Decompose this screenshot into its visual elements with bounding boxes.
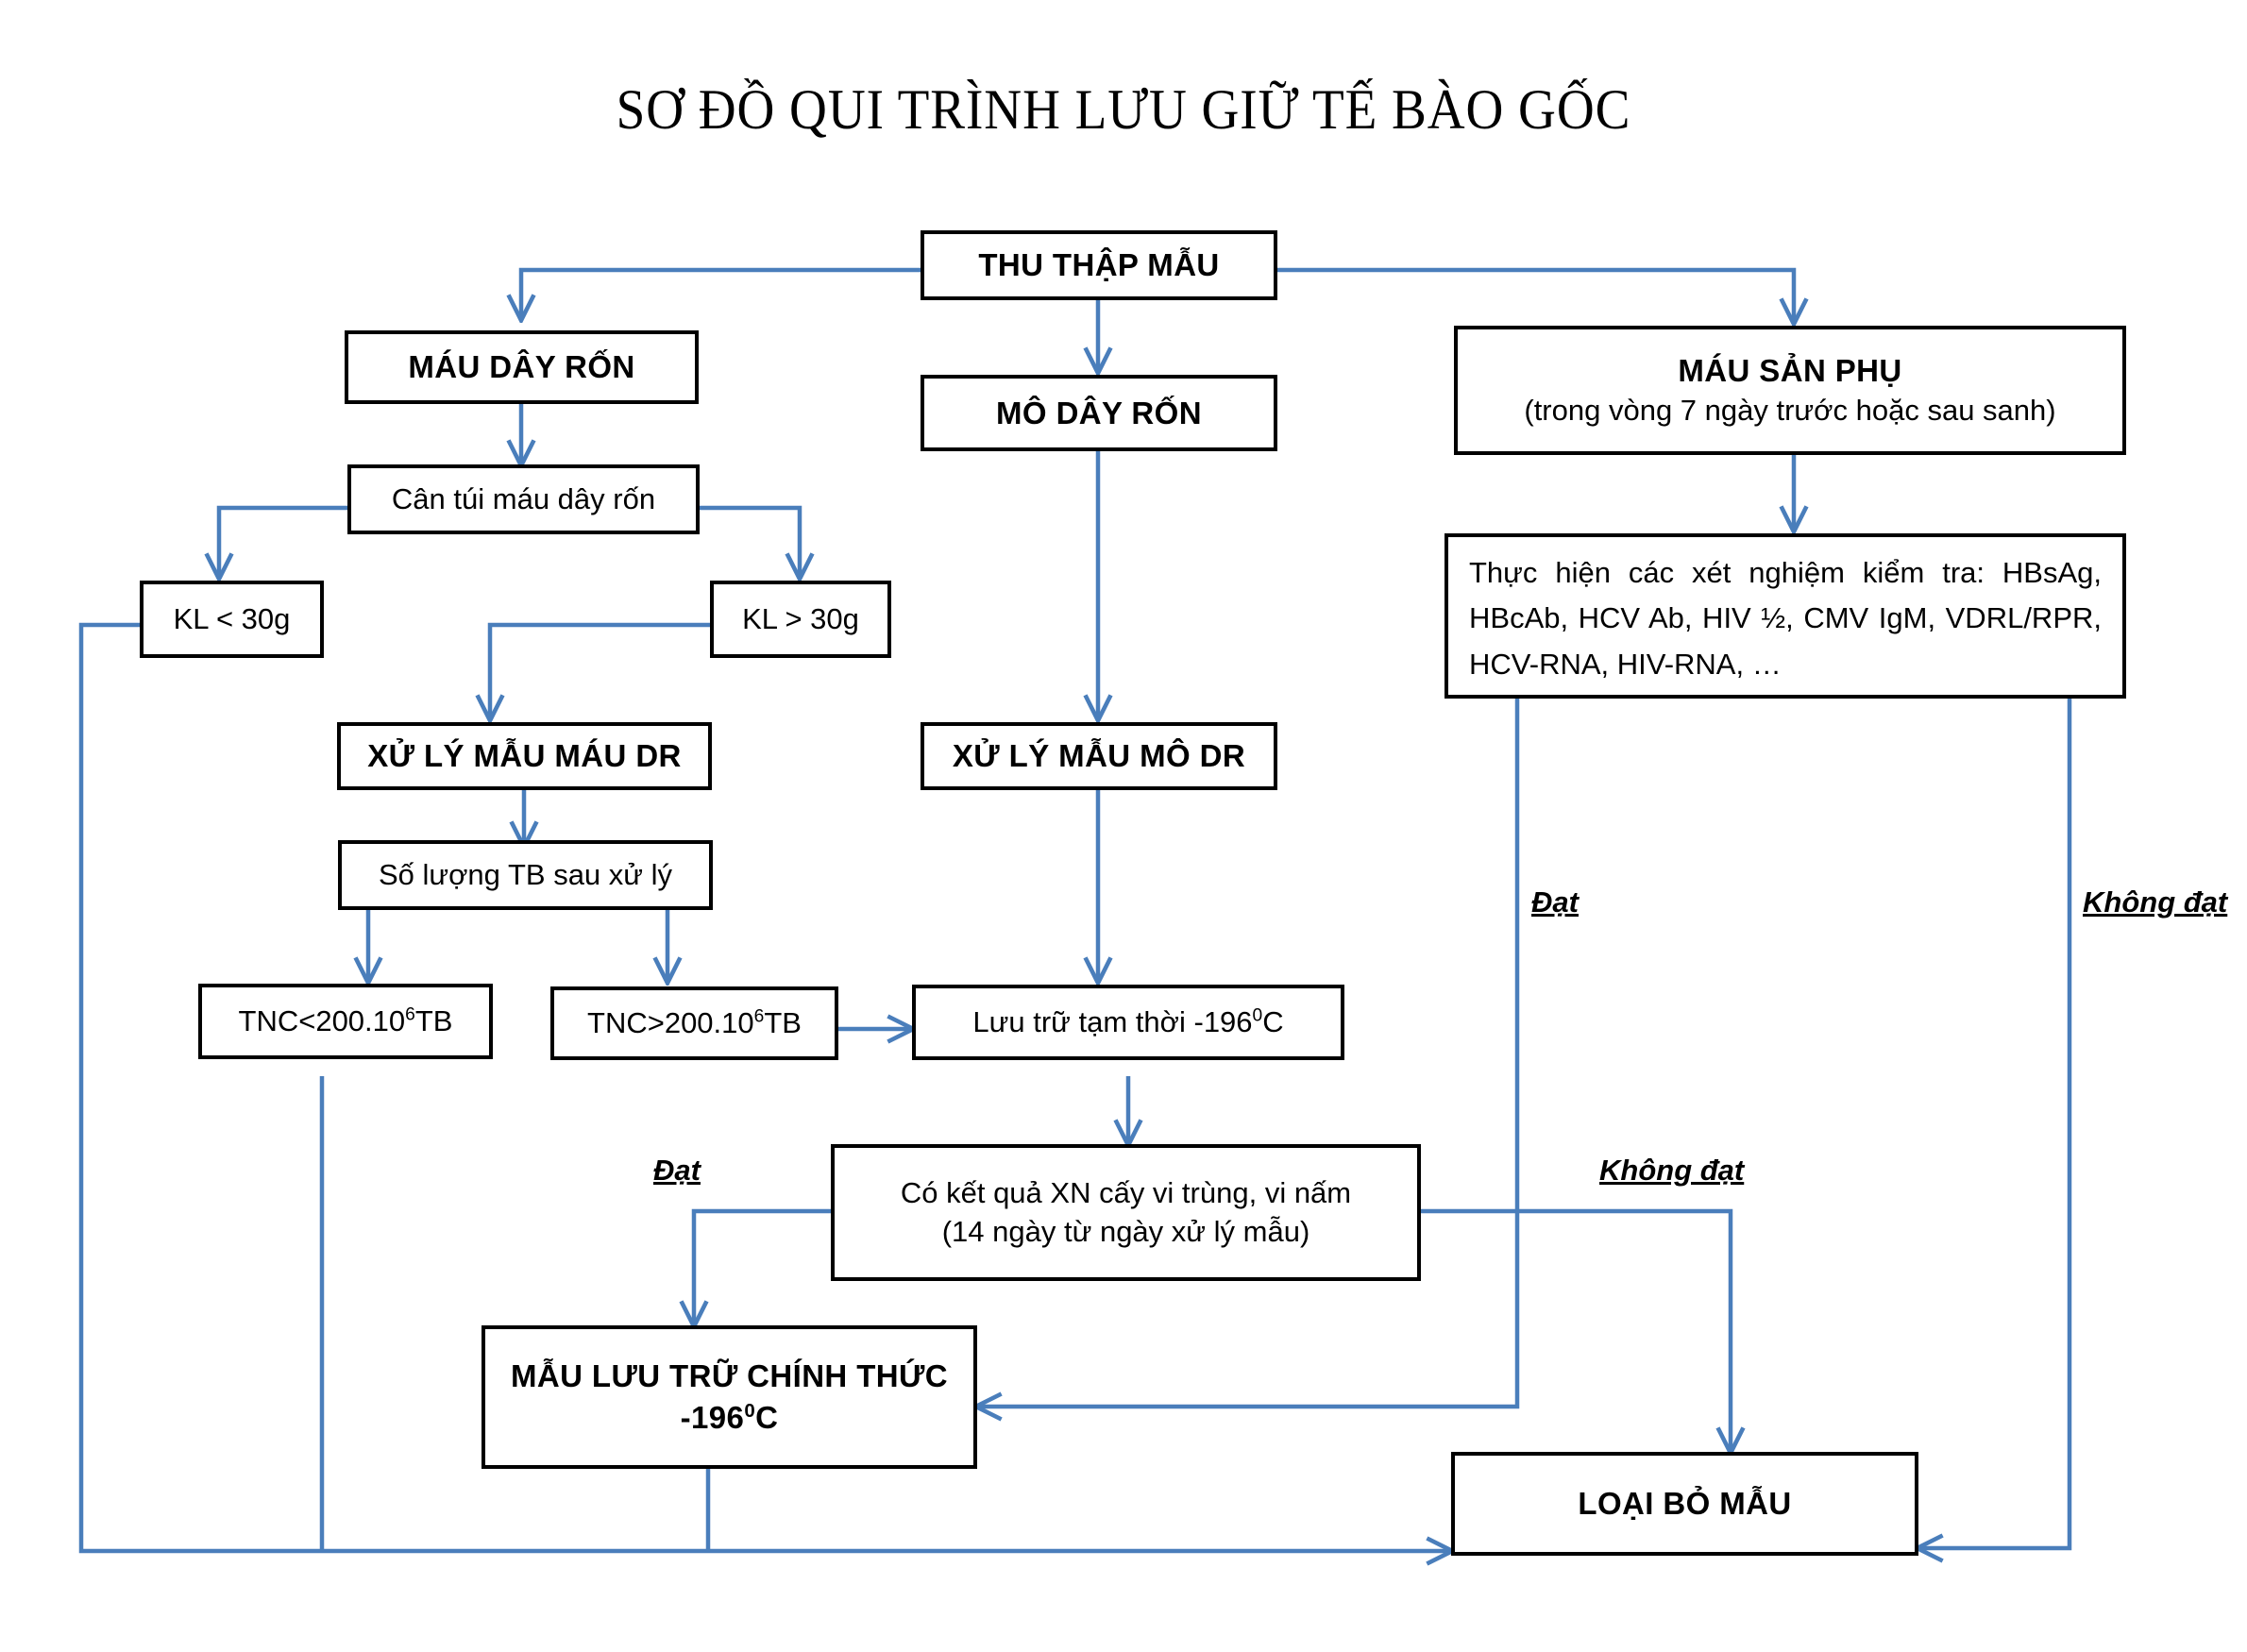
node-mau-san-phu-line1: MÁU SẢN PHỤ	[1678, 353, 1902, 389]
node-thu-thap-mau[interactable]: THU THẬP MẪU	[921, 230, 1277, 300]
node-mau-luu-tru-chinh-thuc-line2: -1960C	[680, 1400, 779, 1435]
edge-can-tui-to-kl-tren	[700, 505, 800, 578]
edge-label-dat-cay: Đạt	[653, 1154, 701, 1187]
node-loai-bo-mau[interactable]: LOẠI BỎ MẪU	[1451, 1452, 1918, 1556]
edge-xet-nghiem-khong-dat-to-loai-bo	[1918, 699, 2072, 1548]
node-can-tui-mau-label: Cân túi máu dây rốn	[391, 481, 656, 515]
node-loai-bo-mau-label: LOẠI BỎ MẪU	[1578, 1486, 1792, 1522]
node-kl-duoi-30[interactable]: KL < 30g	[140, 581, 324, 658]
edge-label-dat-xet-nghiem: Đạt	[1531, 885, 1579, 919]
edge-label-khong-dat-cay: Không đạt	[1599, 1154, 1745, 1187]
node-mau-luu-tru-chinh-thuc[interactable]: MẪU LƯU TRỮ CHÍNH THỨC -1960C	[482, 1325, 977, 1469]
node-mau-san-phu[interactable]: MÁU SẢN PHỤ (trong vòng 7 ngày trước hoặ…	[1454, 326, 2126, 455]
node-thu-thap-mau-label: THU THẬP MẪU	[978, 247, 1220, 283]
node-kl-tren-30-label: KL > 30g	[742, 601, 859, 635]
node-so-luong-tb-label: Số lượng TB sau xử lý	[378, 857, 673, 891]
node-so-luong-tb[interactable]: Số lượng TB sau xử lý	[338, 840, 713, 910]
node-kl-tren-30[interactable]: KL > 30g	[710, 581, 891, 658]
node-xu-ly-mau-mau-dr-label: XỬ LÝ MẪU MÁU DR	[367, 738, 682, 774]
node-tnc-duoi-label: TNC<200.106TB	[238, 1003, 453, 1037]
node-xet-nghiem-line2: HBcAb, HCV Ab, HIV ½, CMV IgM, VDRL/RPR,	[1469, 601, 2102, 635]
node-luu-tru-tam-thoi[interactable]: Lưu trữ tạm thời -1960C	[912, 985, 1344, 1060]
node-tnc-tren-label: TNC>200.106TB	[587, 1005, 802, 1039]
node-mau-san-phu-line2: (trong vòng 7 ngày trước hoặc sau sanh)	[1524, 393, 2056, 427]
node-mau-luu-tru-chinh-thuc-line1: MẪU LƯU TRỮ CHÍNH THỨC	[510, 1358, 949, 1394]
node-ket-qua-xn-line1: Có kết quả XN cấy vi trùng, vi nấm	[900, 1175, 1352, 1209]
edge-xet-nghiem-dat-to-luu-tru-chinh-thuc	[977, 699, 1520, 1407]
node-kl-duoi-30-label: KL < 30g	[173, 601, 291, 635]
node-mau-day-ron[interactable]: MÁU DÂY RỐN	[345, 330, 699, 404]
node-xet-nghiem-line3: HCV-RNA, HIV-RNA, …	[1469, 647, 1782, 681]
edge-kl-duoi-to-loai-bo	[78, 622, 1451, 1551]
node-xet-nghiem[interactable]: Thực hiện các xét nghiệm kiểm tra: HBsAg…	[1444, 533, 2126, 699]
node-luu-tru-tam-thoi-label: Lưu trữ tạm thời -1960C	[972, 1004, 1284, 1038]
node-ket-qua-xn-line2: (14 ngày từ ngày xử lý mẫu)	[941, 1214, 1310, 1248]
edge-can-tui-to-kl-duoi	[219, 505, 347, 578]
node-ket-qua-xn[interactable]: Có kết quả XN cấy vi trùng, vi nấm (14 n…	[831, 1144, 1421, 1281]
node-can-tui-mau[interactable]: Cân túi máu dây rốn	[347, 464, 700, 534]
edge-thu-thap-to-mau-day-ron	[521, 267, 921, 319]
node-tnc-duoi[interactable]: TNC<200.106TB	[198, 984, 493, 1059]
node-mau-day-ron-label: MÁU DÂY RỐN	[408, 349, 635, 385]
node-xet-nghiem-line1: Thực hiện các xét nghiệm kiểm tra: HBsAg…	[1469, 556, 2102, 590]
edge-thu-thap-to-mau-san-phu	[1277, 267, 1794, 323]
node-mo-day-ron-label: MÔ DÂY RỐN	[996, 395, 1202, 430]
edge-label-khong-dat-xet-nghiem: Không đạt	[2083, 885, 2228, 919]
edge-ket-qua-dat-to-luu-tru-chinh-thuc	[694, 1208, 831, 1325]
node-xu-ly-mau-mo-dr[interactable]: XỬ LÝ MẪU MÔ DR	[921, 722, 1277, 790]
edge-kl-tren-to-xu-ly-mau	[490, 622, 724, 719]
node-mo-day-ron[interactable]: MÔ DÂY RỐN	[921, 375, 1277, 451]
page-title: SƠ ĐỒ QUI TRÌNH LƯU GIỮ TẾ BÀO GỐC	[616, 78, 1631, 141]
node-xu-ly-mau-mo-dr-label: XỬ LÝ MẪU MÔ DR	[952, 738, 1246, 774]
node-tnc-tren[interactable]: TNC>200.106TB	[550, 986, 838, 1060]
edge-ket-qua-khong-dat-to-loai-bo	[1421, 1208, 1731, 1452]
node-xu-ly-mau-mau-dr[interactable]: XỬ LÝ MẪU MÁU DR	[337, 722, 712, 790]
